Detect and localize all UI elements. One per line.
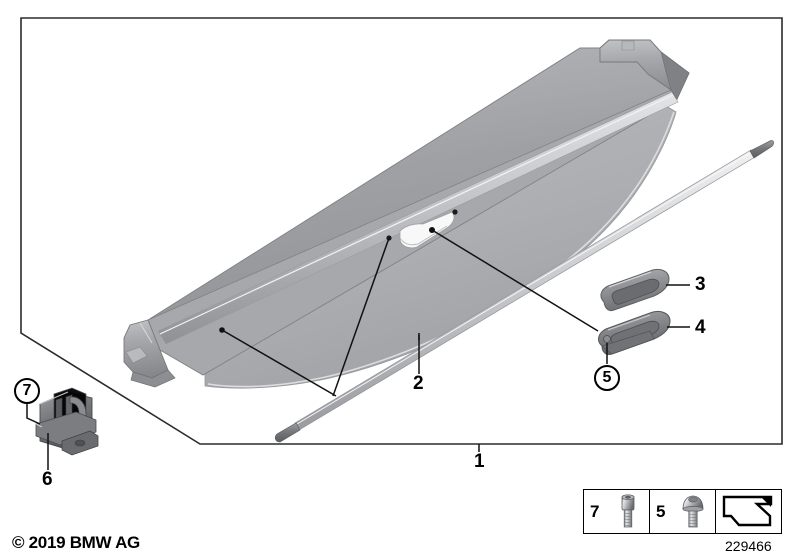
legend-box: 7 5 [583, 489, 782, 534]
cover-fixing-point-right [452, 209, 458, 215]
copyright-notice: © 2019 BMW AG [12, 533, 140, 552]
cover-seal-strip [157, 91, 679, 345]
leader-dot-grip [429, 227, 435, 233]
bracket-screw-point [35, 423, 43, 428]
callout-number-7-circled[interactable]: 7 [14, 378, 40, 404]
callout-number-3[interactable]: 3 [695, 274, 706, 295]
leader-line-grip-to-bezels [431, 229, 599, 332]
trim-bezel-lower-screw-boss [603, 335, 611, 343]
legend-label-7: 7 [590, 501, 600, 521]
roller-blind-assembly [123, 39, 690, 389]
leader-lines [26, 229, 690, 470]
leader-line-cover-to-2 [332, 237, 390, 397]
cassette-end-cap-left-highlight [139, 322, 153, 344]
legend-cell-screw-7[interactable]: 7 [584, 490, 650, 533]
callout-number-6[interactable]: 6 [42, 469, 53, 490]
button-head-screw-icon [682, 495, 704, 527]
legend-cell-screw-5[interactable]: 5 [650, 490, 716, 533]
cassette-end-cap-right-notch [621, 40, 635, 51]
trim-bezel-upper-highlight [608, 271, 652, 288]
cover-grip-opening-shadow [399, 225, 448, 246]
callout-number-4[interactable]: 4 [695, 317, 706, 338]
legend-cell-direction-arrow[interactable] [716, 490, 781, 533]
callout-number-1[interactable]: 1 [474, 451, 485, 472]
pull-rod-tip-upper [749, 140, 774, 159]
trim-bezel-lower-highlight [607, 314, 651, 331]
pull-rod-tip-lower [274, 422, 301, 443]
cassette-end-cap-left-foot [130, 369, 176, 388]
diagram-id-number: 229466 [725, 538, 772, 554]
mounting-bracket [35, 387, 99, 456]
trim-bezel-lower [598, 310, 671, 355]
arrow-direction-symbol-icon [722, 495, 772, 526]
trim-bezel-upper-aperture [611, 278, 660, 305]
callout-number-2[interactable]: 2 [413, 373, 424, 394]
trim-bezel-lower-rim-front [601, 330, 655, 355]
cover-seal-highlight [159, 94, 674, 335]
leader-dot-cover-left [219, 327, 225, 333]
cover-grip-opening [399, 211, 455, 249]
trim-bezel-upper [600, 268, 670, 312]
bracket-highlight-edge [39, 391, 69, 405]
bracket-mounting-hole [74, 439, 86, 447]
cassette-end-cap-right-shade [660, 51, 690, 100]
pull-rod [274, 140, 774, 443]
cassette-end-cap-left-lug [125, 346, 148, 364]
assembly-outline [20, 17, 783, 445]
leader-line-left-fix [221, 329, 337, 397]
callout-number-5-circled[interactable]: 5 [594, 365, 620, 391]
legend-label-5: 5 [656, 501, 666, 521]
pull-rod-highlight [296, 151, 753, 425]
socket-head-cap-screw-icon [621, 493, 635, 527]
